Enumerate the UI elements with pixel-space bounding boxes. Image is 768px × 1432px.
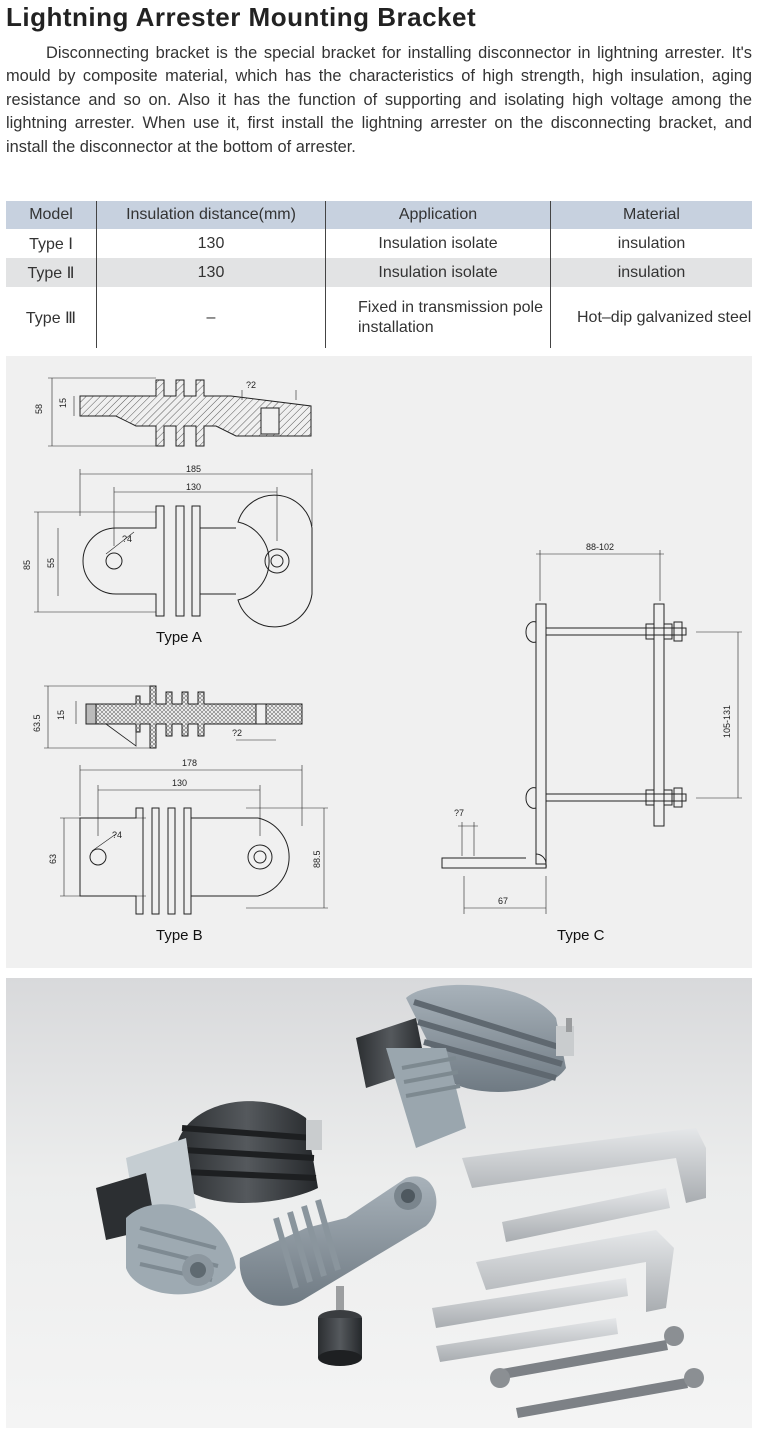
product-photo-illustration: [96, 984, 706, 1418]
type-a-dim-55: 55: [46, 558, 56, 568]
type-a-dim-185: 185: [186, 464, 201, 474]
type-a-dim-85: 85: [22, 560, 32, 570]
type-c-dim-foot: 67: [498, 896, 508, 906]
type-b-dim-130: 130: [172, 778, 187, 788]
type-c-view: [441, 550, 742, 914]
technical-drawings-svg: 58 15 ?2: [22, 377, 742, 944]
type-b-dim-63-5: 63.5: [32, 714, 42, 732]
type-c-dim-bolt-spacing: 105-131: [722, 705, 732, 738]
table-header-row: Model Insulation distance(mm) Applicatio…: [6, 201, 752, 229]
table-row: Type Ⅱ 130 Insulation isolate insulation: [6, 258, 752, 287]
col-header-model: Model: [6, 201, 97, 229]
type-b-side-view: [44, 685, 303, 749]
type-a-dim-hole: ?4: [122, 534, 132, 544]
type-a-dim-130: 130: [186, 482, 201, 492]
technical-drawings-panel: 58 15 ?2: [6, 356, 752, 968]
type-a-plan-view: [34, 469, 313, 628]
cell-insulation-distance: –: [96, 287, 326, 348]
table-row: Type Ⅲ – Fixed in transmission pole inst…: [6, 287, 752, 348]
type-b-dim-178: 178: [182, 758, 197, 768]
type-b-dim-88-5: 88.5: [312, 850, 322, 868]
type-c-dim-width: 88-102: [586, 542, 614, 552]
cell-application: Insulation isolate: [325, 229, 551, 258]
spec-table: Model Insulation distance(mm) Applicatio…: [6, 201, 752, 348]
product-photo: [6, 978, 752, 1428]
type-b-caption: Type B: [156, 927, 203, 944]
type-a-side-view: [48, 377, 312, 447]
cell-material: Hot–dip galvanized steel: [550, 287, 752, 348]
type-b-dim-15: 15: [56, 710, 66, 720]
type-b-dim-hole: ?4: [112, 830, 122, 840]
cell-insulation-distance: 130: [96, 229, 326, 258]
cell-insulation-distance: 130: [96, 258, 326, 287]
col-header-material: Material: [550, 201, 752, 229]
arrester-right: [356, 984, 574, 1148]
col-header-application: Application: [325, 201, 551, 229]
cell-material: insulation: [550, 229, 752, 258]
table-row: Type Ⅰ 130 Insulation isolate insulation: [6, 229, 752, 258]
page-title: Lightning Arrester Mounting Bracket: [6, 2, 477, 32]
type-c-dim-hole: ?7: [454, 808, 464, 818]
cell-model: Type Ⅱ: [6, 258, 97, 287]
insulation-bracket: [239, 1176, 437, 1306]
col-header-insulation-distance: Insulation distance(mm): [96, 201, 326, 229]
disconnector: [318, 1286, 362, 1366]
cell-application: Fixed in transmission pole installation: [325, 287, 551, 348]
type-b-plan-view: [60, 765, 328, 915]
type-b-dim-hole-bottom: ?2: [232, 728, 242, 738]
arrester-left: [96, 1101, 322, 1295]
type-a-dim-58: 58: [34, 404, 44, 414]
type-a-caption: Type A: [156, 629, 202, 646]
type-a-dim-15: 15: [58, 398, 68, 408]
cell-model: Type Ⅲ: [6, 287, 97, 348]
cell-model: Type Ⅰ: [6, 229, 97, 258]
type-a-dim-hole-top: ?2: [246, 380, 256, 390]
intro-paragraph: Disconnecting bracket is the special bra…: [6, 44, 752, 156]
cell-material: insulation: [550, 258, 752, 287]
type-c-caption: Type C: [557, 927, 605, 944]
cell-application: Insulation isolate: [325, 258, 551, 287]
steel-brackets: [432, 1128, 706, 1418]
type-b-dim-63: 63: [48, 854, 58, 864]
